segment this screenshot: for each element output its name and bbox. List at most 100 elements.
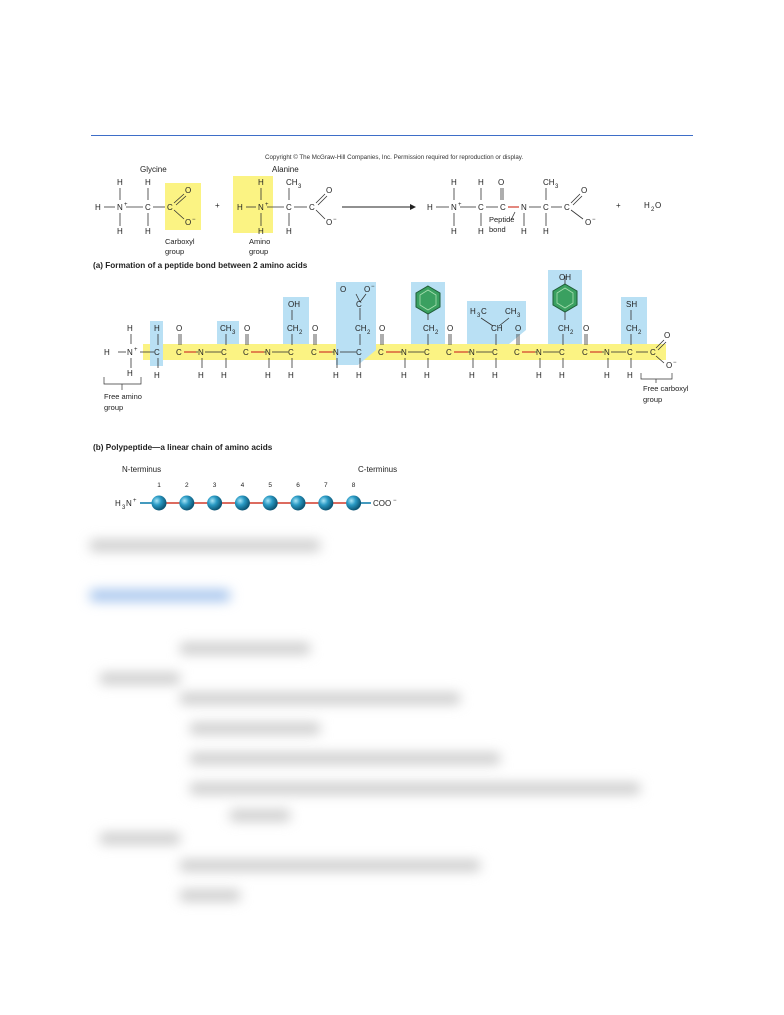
side-chain-3	[283, 297, 309, 344]
svg-text:H: H	[154, 324, 160, 333]
svg-text:2: 2	[435, 330, 439, 336]
side-chain-1	[150, 321, 163, 366]
svg-text:H: H	[288, 371, 294, 380]
svg-text:H: H	[258, 227, 264, 236]
svg-text:H: H	[237, 203, 243, 212]
svg-text:CH: CH	[626, 324, 638, 333]
svg-text:H: H	[145, 178, 151, 187]
svg-text:CH: CH	[355, 324, 367, 333]
svg-text:2: 2	[651, 207, 655, 213]
residue-number: 7	[324, 482, 328, 489]
svg-text:O: O	[515, 324, 521, 333]
svg-text:C: C	[564, 203, 570, 212]
svg-text:H: H	[401, 371, 407, 380]
svg-text:N: N	[126, 499, 132, 508]
plus-sign: +	[215, 201, 220, 210]
residue-bead	[346, 495, 362, 511]
svg-text:H: H	[127, 369, 133, 378]
svg-text:O: O	[583, 324, 589, 333]
svg-text:C: C	[154, 348, 160, 357]
residue-number: 8	[352, 482, 356, 489]
svg-text:H: H	[104, 348, 110, 357]
svg-text:+: +	[124, 202, 128, 208]
svg-text:O: O	[585, 218, 591, 227]
free-amino-label-2: group	[104, 403, 123, 412]
svg-text:C: C	[582, 348, 588, 357]
svg-text:2: 2	[367, 330, 371, 336]
svg-text:C: C	[145, 203, 151, 212]
svg-text:3: 3	[298, 184, 302, 190]
svg-text:N: N	[333, 348, 339, 357]
backbone-highlight	[143, 344, 666, 360]
svg-text:CH: CH	[286, 178, 298, 187]
svg-text:O: O	[312, 324, 318, 333]
svg-text:C: C	[356, 300, 362, 309]
residue-bead	[207, 495, 223, 511]
svg-text:3: 3	[477, 313, 481, 319]
svg-text:H: H	[644, 201, 650, 210]
svg-text:−: −	[673, 360, 677, 366]
n-terminus-label: N-terminus	[122, 465, 161, 474]
caption-a: (a) Formation of a peptide bond between …	[93, 261, 308, 270]
side-chain-8	[621, 297, 647, 344]
svg-text:H: H	[115, 499, 121, 508]
svg-text:3: 3	[232, 330, 236, 336]
svg-text:O: O	[364, 285, 370, 294]
residue-number: 3	[213, 482, 217, 489]
svg-text:−: −	[333, 217, 337, 223]
svg-text:H: H	[478, 227, 484, 236]
svg-text:−: −	[393, 498, 397, 504]
svg-text:3: 3	[517, 313, 521, 319]
svg-text:C: C	[627, 348, 633, 357]
svg-text:3: 3	[122, 505, 126, 511]
residue-number: 1	[157, 482, 161, 489]
residue-number: 4	[241, 482, 245, 489]
svg-text:3: 3	[555, 184, 559, 190]
svg-text:+: +	[616, 201, 621, 210]
svg-text:C: C	[500, 203, 506, 212]
copyright-notice: Copyright © The McGraw-Hill Companies, I…	[265, 154, 524, 161]
svg-text:C: C	[356, 348, 362, 357]
svg-text:H: H	[427, 203, 433, 212]
residue-number: 2	[185, 482, 189, 489]
svg-text:C: C	[543, 203, 549, 212]
blurred-notes	[80, 525, 700, 945]
svg-text:H: H	[521, 227, 527, 236]
svg-text:H: H	[492, 371, 498, 380]
svg-text:O: O	[664, 331, 670, 340]
top-rule	[91, 135, 693, 136]
svg-text:H: H	[604, 371, 610, 380]
svg-text:C: C	[650, 348, 656, 357]
svg-text:+: +	[133, 498, 137, 504]
carboxyl-label-2: group	[165, 247, 184, 256]
svg-text:CH: CH	[505, 307, 517, 316]
svg-text:N: N	[258, 203, 264, 212]
svg-text:C: C	[286, 203, 292, 212]
svg-text:H: H	[117, 178, 123, 187]
svg-text:C: C	[378, 348, 384, 357]
svg-text:C: C	[478, 203, 484, 212]
svg-text:H: H	[470, 307, 476, 316]
svg-text:H: H	[286, 227, 292, 236]
svg-text:H: H	[536, 371, 542, 380]
svg-text:C: C	[288, 348, 294, 357]
svg-text:O: O	[447, 324, 453, 333]
svg-text:C: C	[492, 348, 498, 357]
peptide-bond-label-2: bond	[489, 225, 506, 234]
svg-text:CH: CH	[543, 178, 555, 187]
svg-text:O: O	[581, 186, 587, 195]
svg-text:H: H	[543, 227, 549, 236]
side-chain-6	[467, 301, 526, 344]
svg-text:C: C	[167, 203, 173, 212]
svg-text:OH: OH	[559, 273, 571, 282]
amino-label-2: group	[249, 247, 268, 256]
svg-text:H: H	[451, 178, 457, 187]
svg-text:H: H	[627, 371, 633, 380]
svg-text:N: N	[469, 348, 475, 357]
svg-text:C: C	[309, 203, 315, 212]
svg-text:N: N	[401, 348, 407, 357]
residue-bead	[318, 495, 334, 511]
svg-text:H: H	[451, 227, 457, 236]
svg-text:+: +	[458, 202, 462, 208]
